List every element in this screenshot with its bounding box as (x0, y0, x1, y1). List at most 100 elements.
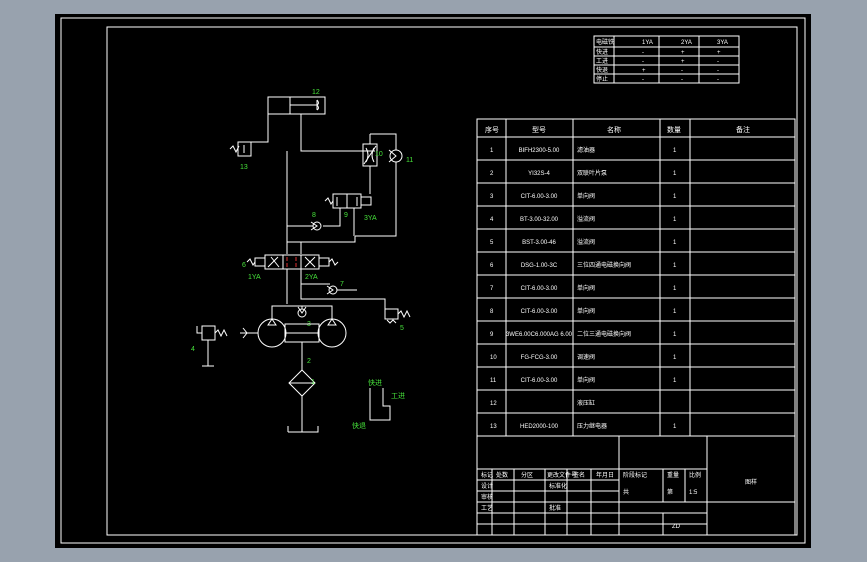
parts-header-qty: 数量 (667, 125, 681, 134)
inner-frame (106, 26, 798, 536)
tb-scale-value: 1:5 (689, 490, 698, 496)
tb-col-5: 年月日 (596, 471, 614, 479)
solenoid-cell: + (681, 59, 685, 65)
parts-cell-qty: 1 (673, 355, 677, 361)
parts-cell-qty: 1 (673, 332, 677, 338)
tb-col-1: 处数 (496, 471, 508, 479)
solenoid-cell: + (717, 50, 721, 56)
parts-cell-no: 5 (490, 240, 494, 246)
tb-label-process: 工艺 (481, 504, 493, 512)
parts-header-model: 型号 (532, 125, 546, 134)
label-n9: 9 (344, 212, 348, 219)
check-valve-7 (326, 285, 338, 295)
tb-stage-label: 阶段标记 (623, 471, 647, 479)
solenoid-cell: - (681, 77, 683, 83)
tb-drawing-name: 图样 (745, 478, 757, 486)
tb-label-review: 审核 (481, 493, 493, 501)
parts-cell-name: 二位三通电磁换向阀 (577, 330, 631, 338)
tb-col-0: 标记 (481, 471, 493, 479)
parts-cell-name: 液压缸 (577, 399, 595, 407)
parts-cell-qty: 1 (673, 286, 677, 292)
label-n7: 7 (340, 281, 344, 288)
parts-cell-name: 溢流阀 (577, 215, 595, 223)
tb-drawing-code: ZD (672, 524, 681, 530)
label-n13: 13 (240, 164, 248, 171)
pressure-switch-13 (229, 141, 252, 157)
parts-cell-qty: 1 (673, 171, 677, 177)
solenoid-cell: 快退 (596, 66, 608, 74)
parts-cell-model: CIT-6.00-3.00 (521, 309, 558, 315)
legend-right: 工进 (391, 392, 405, 400)
parts-cell-no: 10 (490, 355, 497, 361)
hydraulic-circuit: 12 13 10 11 9 (191, 89, 413, 433)
solenoid-cell: - (717, 68, 719, 74)
parts-cell-name: 三位四通电磁换向阀 (577, 261, 631, 269)
parts-cell-model: BST-3.00-46 (522, 240, 556, 246)
solenoid-cell: + (681, 50, 685, 56)
solenoid-header-2: 2YA (681, 40, 692, 46)
parts-header-no: 序号 (485, 125, 499, 134)
parts-cell-model: FG-FCG-3.00 (521, 355, 558, 361)
parts-cell-no: 13 (490, 424, 497, 430)
parts-cell-no: 12 (490, 401, 497, 407)
label-n2: 2 (307, 358, 311, 365)
parts-cell-model: YI32S-4 (528, 171, 550, 177)
parts-cell-qty: 1 (673, 309, 677, 315)
filter-1 (287, 354, 319, 433)
parts-cell-name: 双联叶片泵 (577, 169, 607, 177)
solenoid-cell: - (642, 77, 644, 83)
tb-scale-label: 比例 (689, 471, 701, 479)
parts-cell-name: 压力继电器 (577, 422, 607, 430)
parts-cell-model: 3WE6.00C6.000AG 6.00 (506, 332, 573, 338)
parts-cell-name: 单向阀 (577, 307, 595, 315)
solenoid-header-3: 3YA (717, 40, 728, 46)
parts-cell-no: 1 (490, 148, 494, 154)
label-n5: 5 (400, 325, 404, 332)
outer-frame (60, 17, 806, 544)
parts-cell-qty: 1 (673, 194, 677, 200)
relief-valve-4 (201, 325, 228, 367)
solenoid-cell: 工进 (596, 57, 608, 65)
parts-cell-name: 单向阀 (577, 376, 595, 384)
parts-cell-no: 8 (490, 309, 494, 315)
parts-cell-qty: 1 (673, 148, 677, 154)
tb-col-2: 分区 (521, 471, 533, 479)
parts-cell-model: BT-3.00-32.00 (520, 217, 559, 223)
parts-cell-no: 9 (490, 332, 494, 338)
solenoid-header-1: 1YA (642, 40, 653, 46)
parts-cell-model: HED2000-100 (520, 424, 559, 430)
parts-cell-name: 单向阀 (577, 284, 595, 292)
parts-cell-qty: 1 (673, 263, 677, 269)
solenoid-cell: - (681, 68, 683, 74)
tb-sheet-label: 共 (623, 488, 629, 496)
parts-cell-model: CIT-6.00-3.00 (521, 194, 558, 200)
relief-valve-5 (384, 308, 411, 324)
label-n1: 1 (311, 379, 315, 386)
tb-label-standard: 标准化 (549, 482, 567, 490)
parts-cell-no: 11 (490, 378, 497, 384)
parts-cell-qty: 1 (673, 378, 677, 384)
tb-sheet-label2: 第 (667, 488, 673, 496)
tb-label-approve: 批准 (549, 504, 561, 512)
solenoid-cell: - (642, 50, 644, 56)
solenoid-cell: 快进 (596, 48, 608, 56)
solenoid-cell: 停止 (596, 75, 608, 83)
label-n6: 6 (242, 262, 246, 269)
parts-cell-model: CIT-6.00-3.00 (521, 378, 558, 384)
parts-cell-name: 单向阀 (577, 192, 595, 200)
motion-legend: 快进 工进 快退 (352, 378, 405, 430)
solenoid-cell: - (717, 77, 719, 83)
parts-header-note: 备注 (736, 125, 750, 134)
tb-label-design: 设计 (481, 482, 493, 490)
valve-6 (246, 254, 339, 270)
title-block: 标记 处数 分区 更改文件号 签名 年月日 设计 审核 工艺 标准化 批准 阶段… (476, 435, 796, 536)
label-n11: 11 (406, 157, 413, 164)
tb-col-3: 更改文件号 (547, 471, 577, 479)
parts-cell-no: 3 (490, 194, 494, 200)
parts-cell-name: 调速阀 (577, 353, 595, 361)
solenoid-cell: + (642, 68, 646, 74)
parts-cell-no: 2 (490, 171, 494, 177)
solenoid-cell: - (717, 59, 719, 65)
